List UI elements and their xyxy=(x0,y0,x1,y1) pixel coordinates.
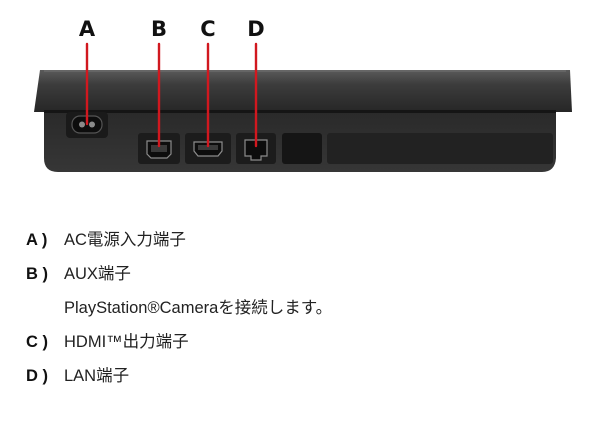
hdmi-port xyxy=(193,141,223,157)
legend-label: AUX端子 xyxy=(64,265,131,283)
legend-item-aux: B ) AUX端子 PlayStation®Cameraを接続します。 xyxy=(26,264,586,319)
console-top-shell xyxy=(34,70,572,112)
callout-letter-b: B xyxy=(151,17,167,41)
legend-key: A ) xyxy=(26,231,48,249)
legend-key: B ) xyxy=(26,265,48,283)
legend-description: PlayStation®Cameraを接続します。 xyxy=(64,299,333,317)
callout-letter-a: A xyxy=(79,17,96,41)
port-legend: A ) AC電源入力端子 B ) AUX端子 PlayStation®Cameraを… xyxy=(26,230,586,400)
callout-letter-c: C xyxy=(200,17,215,41)
legend-item-lan: D ) LAN端子 xyxy=(26,366,586,387)
legend-item-hdmi: C ) HDMI™出力端子 xyxy=(26,332,586,353)
callout-letter-d: D xyxy=(247,17,264,41)
console-seam xyxy=(44,110,556,113)
legend-key: C ) xyxy=(26,333,48,351)
legend-item-ac-power: A ) AC電源入力端子 xyxy=(26,230,586,251)
legend-key: D ) xyxy=(26,367,48,385)
callout-lines xyxy=(85,42,258,148)
legend-label: AC電源入力端子 xyxy=(64,231,186,249)
console-rear-diagram: A B C D xyxy=(34,17,572,172)
lan-port xyxy=(244,139,268,161)
console-illustration xyxy=(34,70,572,172)
legend-label: HDMI™出力端子 xyxy=(64,333,189,351)
legend-label: LAN端子 xyxy=(64,367,130,385)
aux-port xyxy=(146,140,172,159)
